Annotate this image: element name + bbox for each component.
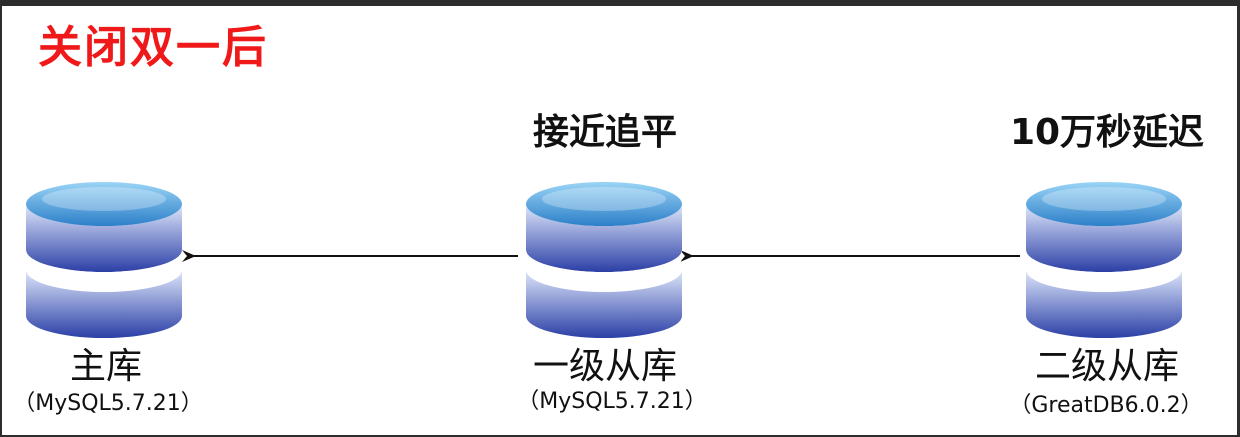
db-separator [1026,250,1182,280]
db-lower-segment [526,270,682,338]
master-database-icon [26,182,182,338]
slave2-database-icon [1026,182,1182,338]
slave2-name: 二级从库 [1034,346,1179,387]
diagram-title: 关闭双一后 [38,22,268,73]
db-top-cap [526,182,682,226]
master-version: （MySQL5.7.21） [13,391,203,416]
slave1-status-label: 接近追平 [532,112,677,153]
slave1-version: （MySQL5.7.21） [517,389,707,414]
master-name: 主库 [69,346,142,387]
db-upper-segment [526,204,682,272]
db-top-cap [1026,182,1182,226]
slave1-name: 一级从库 [532,346,677,387]
db-separator [26,250,182,280]
db-top-highlight [42,187,166,211]
db-upper-segment [1026,204,1182,272]
db-lower-segment [1026,270,1182,338]
db-upper-segment [26,204,182,272]
slave2-version: （GreatDB6.0.2） [1009,393,1203,418]
slave1-database-icon [526,182,682,338]
slave2-status-label: 10万秒延迟 [1009,112,1205,153]
db-separator [526,250,682,280]
db-top-highlight [1042,187,1166,211]
db-top-cap [26,182,182,226]
db-lower-segment [26,270,182,338]
db-top-highlight [542,187,666,211]
